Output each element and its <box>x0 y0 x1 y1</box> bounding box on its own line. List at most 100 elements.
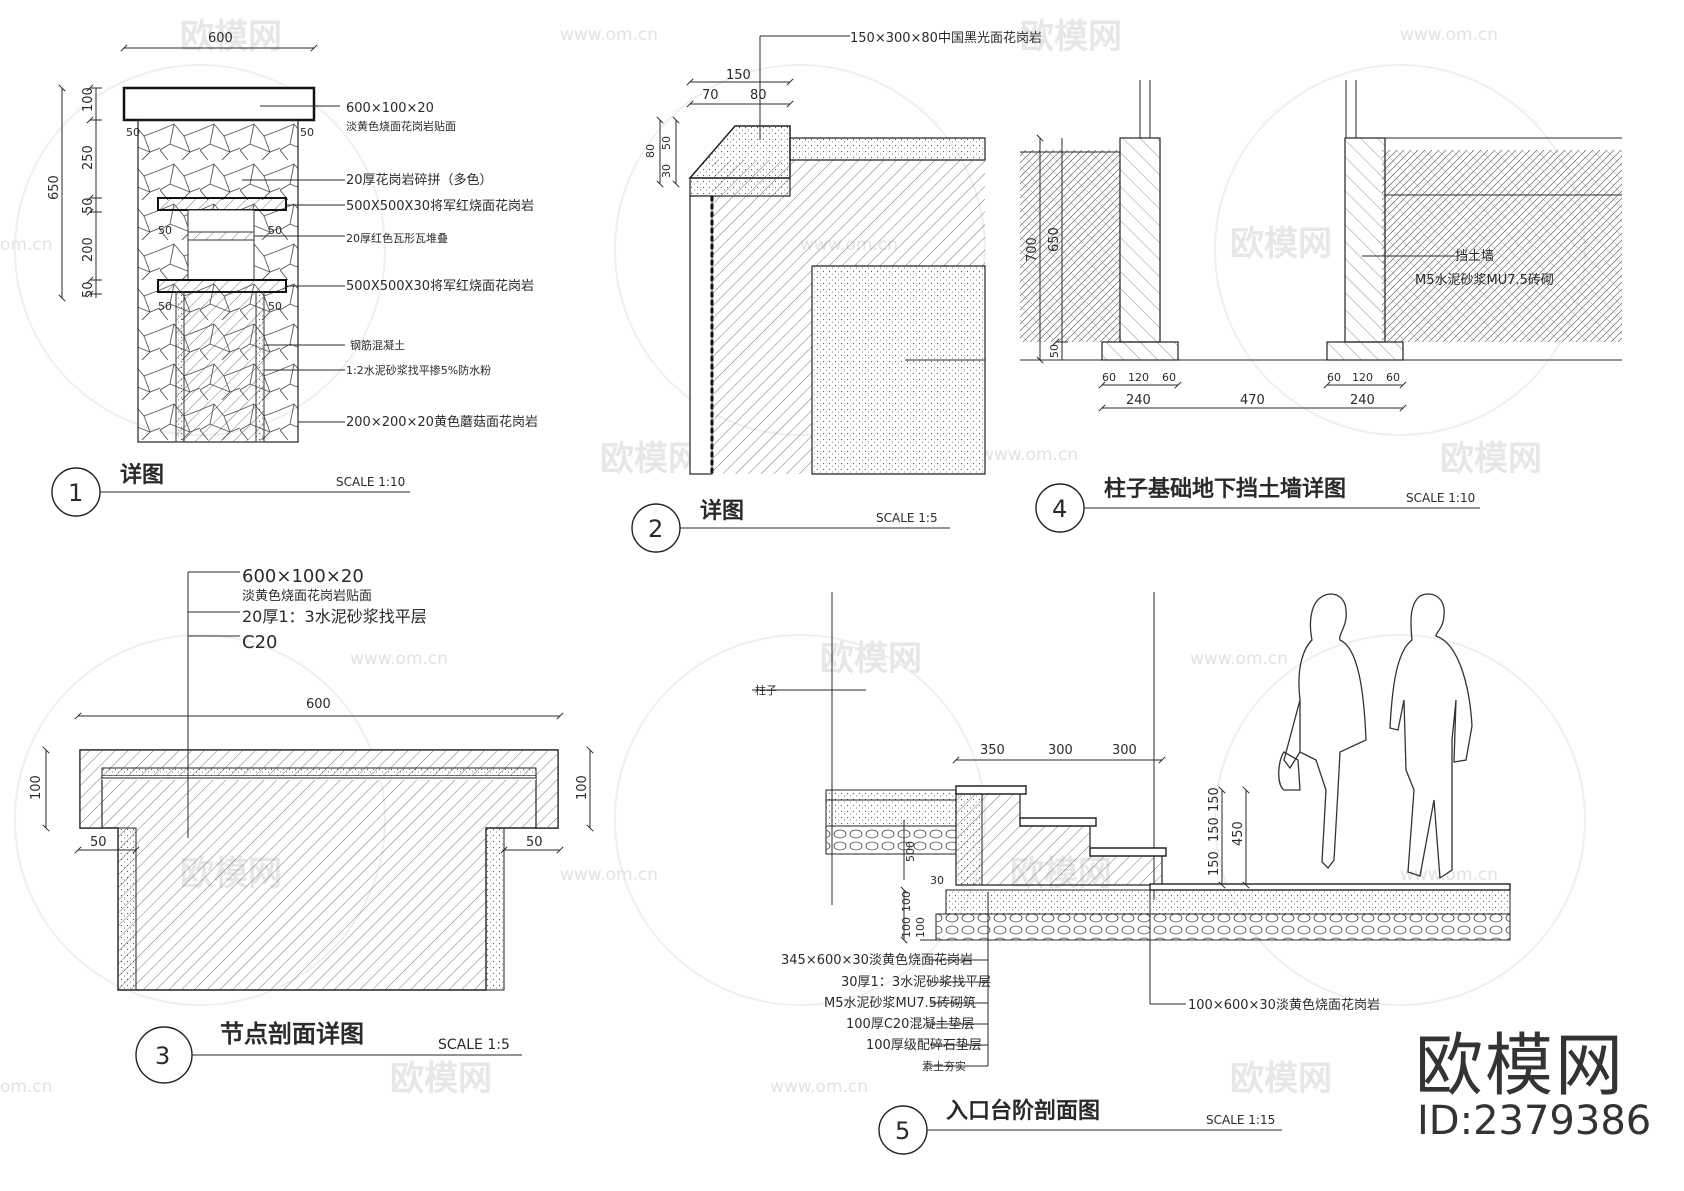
detail-title: 节点剖面详图 <box>220 1020 364 1048</box>
layer-label: 100厚C20混凝土垫层 <box>846 1016 974 1032</box>
dim-50: 50 <box>300 126 314 139</box>
label: 600×100×20 <box>242 566 364 587</box>
layer-label: 30厚1：3水泥砂浆找平层 <box>841 975 991 990</box>
dim-60: 60 <box>1162 371 1176 384</box>
watermark-url: www.om.cn <box>560 865 658 885</box>
dim-50: 50 <box>90 835 107 850</box>
dim-300: 300 <box>1112 743 1137 758</box>
label: 20厚红色瓦形瓦堆叠 <box>346 231 448 245</box>
detail-title: 柱子基础地下挡土墙详图 <box>1104 476 1346 502</box>
detail-title: 入口台阶剖面图 <box>946 1098 1100 1124</box>
watermark-brand: 欧模网 <box>1020 17 1122 57</box>
dim-80: 80 <box>644 144 657 158</box>
dim-50: 50 <box>660 136 673 150</box>
detail-number: 4 <box>1052 495 1067 523</box>
dim-60: 60 <box>1102 371 1116 384</box>
model-id: ID:2379386 <box>1417 1098 1652 1144</box>
watermark-brand: 欧模网 <box>390 1059 492 1099</box>
detail-number: 5 <box>895 1117 910 1145</box>
scale-label: SCALE 1:10 <box>336 475 405 489</box>
dim-200: 200 <box>81 237 96 262</box>
label: 挡土墙 <box>1455 249 1494 264</box>
dim-120: 120 <box>1352 371 1373 384</box>
dim-80: 80 <box>750 88 767 103</box>
watermark-url-partial: om.cn <box>0 235 53 255</box>
detail-title: 详图 <box>700 498 744 524</box>
dim-50: 50 <box>1048 344 1061 358</box>
watermark-brand: 欧模网 <box>820 639 922 679</box>
label: 20厚1：3水泥砂浆找平层 <box>242 607 427 626</box>
brand-logo: 欧模网 ID:2379386 <box>1415 1010 1665 1170</box>
label: 淡黄色烧面花岗岩贴面 <box>346 119 456 133</box>
scale-label: SCALE 1:5 <box>876 511 938 525</box>
dim-100: 100 <box>81 87 96 112</box>
dim-150: 150 <box>1207 817 1222 842</box>
column-label: 柱子 <box>755 683 777 697</box>
dim-60: 60 <box>1327 371 1341 384</box>
label: 600×100×20 <box>346 101 434 116</box>
dim-350: 350 <box>980 743 1005 758</box>
dim-240: 240 <box>1126 393 1151 408</box>
label: 钢筋混凝土 <box>350 338 405 352</box>
dim-50: 50 <box>158 300 172 313</box>
label: 500X500X30将军红烧面花岗岩 <box>346 278 534 294</box>
dim-100: 100 <box>900 917 913 938</box>
detail-5: 柱子 350 300 300 150 150 150 450 500 100 1… <box>752 592 1511 1155</box>
label: 20厚花岗岩碎拼（多色） <box>346 172 493 188</box>
dim-100: 100 <box>575 775 590 800</box>
people-figures <box>1278 593 1473 880</box>
scale-label: SCALE 1:5 <box>438 1037 510 1053</box>
scale-label: SCALE 1:10 <box>1406 491 1475 505</box>
dim-600: 600 <box>208 31 233 46</box>
detail-title: 详图 <box>120 462 164 488</box>
watermark-url: www.om.cn <box>1400 25 1498 45</box>
dim-700: 700 <box>1025 237 1040 262</box>
retaining-wall-left <box>1119 137 1161 343</box>
dim-100: 100 <box>900 891 913 912</box>
detail-number: 1 <box>68 479 83 507</box>
dim-600: 600 <box>306 697 331 712</box>
dim-50: 50 <box>158 224 172 237</box>
dim-650: 650 <box>1047 227 1062 252</box>
label: 1:2水泥砂浆找平掺5%防水粉 <box>346 363 491 377</box>
granite-slab-1 <box>157 197 287 211</box>
detail-4: 700 650 50 60 120 60 240 470 60 120 60 2… <box>1020 80 1622 533</box>
watermark-url-partial: om.cn <box>0 1077 53 1097</box>
scale-label: SCALE 1:15 <box>1206 1113 1275 1127</box>
dim-50: 50 <box>268 224 282 237</box>
dim-100: 100 <box>914 917 927 938</box>
layer-label: M5水泥砂浆MU7.5砖砌筑 <box>824 995 976 1011</box>
dim-50: 50 <box>268 300 282 313</box>
detail-2: 150×300×80中国黑光面花岗岩 150 70 80 80 50 30 2 … <box>631 30 1042 553</box>
retaining-wall-right <box>1344 137 1386 343</box>
label: 500X500X30将军红烧面花岗岩 <box>346 198 534 214</box>
watermark-brand: 欧模网 <box>1230 224 1332 264</box>
dim-240: 240 <box>1350 393 1375 408</box>
layer-label: 素土夯实 <box>922 1059 966 1073</box>
watermark-layer: 欧模网 欧模网 欧模网 欧模网 欧模网 欧模网 欧模网 欧模网 欧模网 欧模网 … <box>0 17 1586 1099</box>
layer-label: 100厚级配碎石垫层 <box>866 1037 982 1053</box>
label: 200×200×20黄色蘑菇面花岗岩 <box>346 414 538 430</box>
step-structure <box>955 789 1163 886</box>
dim-50: 50 <box>526 835 543 850</box>
dim-470: 470 <box>1240 393 1265 408</box>
cap-stone <box>122 86 316 122</box>
detail-3: 600 100 100 50 50 600×100×20 淡黄色烧面花岗岩贴面 … <box>29 566 594 1084</box>
watermark-url: www.om.cn <box>1400 865 1498 885</box>
dim-30: 30 <box>930 874 944 887</box>
watermark-url: www.om.cn <box>980 445 1078 465</box>
watermark-url: www.om.cn <box>560 25 658 45</box>
dim-70: 70 <box>702 88 719 103</box>
dim-50: 50 <box>81 281 96 298</box>
layer-label: 345×600×30淡黄色烧面花岗岩 <box>781 952 973 968</box>
granite-slab-2 <box>157 279 287 293</box>
dim-150: 150 <box>1207 851 1222 876</box>
dim-500: 500 <box>904 841 917 862</box>
dim-50: 50 <box>126 126 140 139</box>
label: 淡黄色烧面花岗岩贴面 <box>242 588 372 604</box>
brand-name: 欧模网 <box>1415 1027 1626 1106</box>
dim-150: 150 <box>726 68 751 83</box>
dim-30: 30 <box>660 164 673 178</box>
dim-100: 100 <box>29 775 44 800</box>
